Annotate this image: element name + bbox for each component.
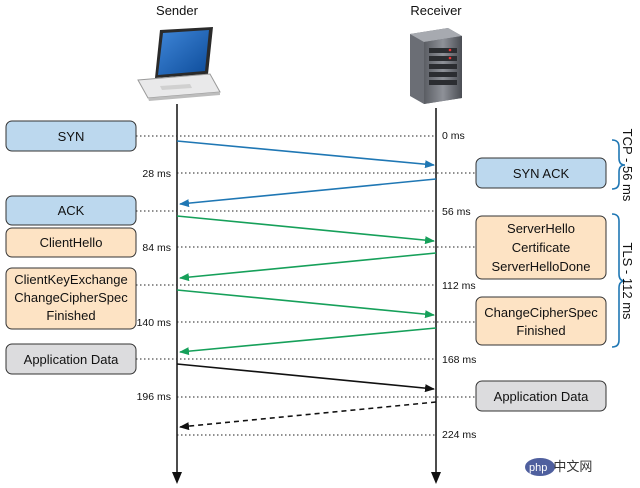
sender-box-application-data: Application Data xyxy=(5,343,137,375)
receiver-box-change-cipher-spec: ChangeCipherSpec Finished xyxy=(475,296,607,346)
sender-label: Sender xyxy=(156,3,199,18)
time-label-56ms: 56 ms xyxy=(442,206,471,218)
server-icon xyxy=(410,28,462,104)
receiver-box-syn-ack: SYN ACK xyxy=(475,157,607,189)
time-label-84ms: 84 ms xyxy=(142,242,171,254)
svg-text:Application Data: Application Data xyxy=(24,352,119,367)
arrow-syn xyxy=(176,140,435,169)
tcp-phase-brace: TCP - 56 ms xyxy=(611,129,635,202)
sender-box-client-hello: ClientHello xyxy=(5,227,137,258)
sender-box-ack: ACK xyxy=(5,195,137,226)
svg-text:ClientHello: ClientHello xyxy=(40,235,103,250)
svg-text:ACK: ACK xyxy=(58,203,85,218)
arrow-client-hello xyxy=(176,215,435,245)
message-arrows xyxy=(176,140,437,431)
svg-text:ChangeCipherSpec: ChangeCipherSpec xyxy=(484,305,598,320)
svg-text:Finished: Finished xyxy=(46,308,95,323)
svg-text:ServerHelloDone: ServerHelloDone xyxy=(492,259,591,274)
time-label-168ms: 168 ms xyxy=(442,354,476,366)
time-label-140ms: 140 ms xyxy=(137,317,171,329)
laptop-icon xyxy=(137,27,221,101)
sender-box-syn: SYN xyxy=(5,120,137,152)
arrow-app-data-response xyxy=(179,401,437,431)
time-label-196ms: 196 ms xyxy=(137,391,171,403)
svg-text:ChangeCipherSpec: ChangeCipherSpec xyxy=(14,290,128,305)
receiver-box-server-hello: ServerHello Certificate ServerHelloDone xyxy=(475,215,607,280)
sender-lifeline xyxy=(172,104,182,484)
svg-text:Finished: Finished xyxy=(516,323,565,338)
tcp-phase-label: TCP - 56 ms xyxy=(620,129,635,202)
receiver-lifeline xyxy=(431,108,441,484)
time-label-224ms: 224 ms xyxy=(442,429,476,441)
sender-box-client-key-exchange: ClientKeyExchange ChangeCipherSpec Finis… xyxy=(5,267,137,330)
svg-text:ClientKeyExchange: ClientKeyExchange xyxy=(14,272,127,287)
svg-text:Certificate: Certificate xyxy=(512,240,571,255)
time-label-0ms: 0 ms xyxy=(442,130,465,142)
receiver-label: Receiver xyxy=(410,3,462,18)
tls-phase-brace: TLS - 112 ms xyxy=(611,213,635,348)
arrow-app-data-request xyxy=(176,363,435,393)
receiver-box-application-data: Application Data xyxy=(475,380,607,412)
svg-text:SYN: SYN xyxy=(58,129,85,144)
arrow-syn-ack xyxy=(179,178,437,208)
svg-text:SYN ACK: SYN ACK xyxy=(513,166,570,181)
time-label-28ms: 28 ms xyxy=(142,168,171,180)
svg-text:ServerHello: ServerHello xyxy=(507,221,575,236)
arrow-client-key-exchange xyxy=(176,289,435,319)
time-gridlines xyxy=(136,135,476,436)
arrow-server-hello xyxy=(179,252,437,282)
tls-phase-label: TLS - 112 ms xyxy=(620,242,635,320)
svg-text:Application Data: Application Data xyxy=(494,389,589,404)
arrow-server-change-cipher xyxy=(179,327,437,356)
time-label-112ms: 112 ms xyxy=(442,280,476,292)
